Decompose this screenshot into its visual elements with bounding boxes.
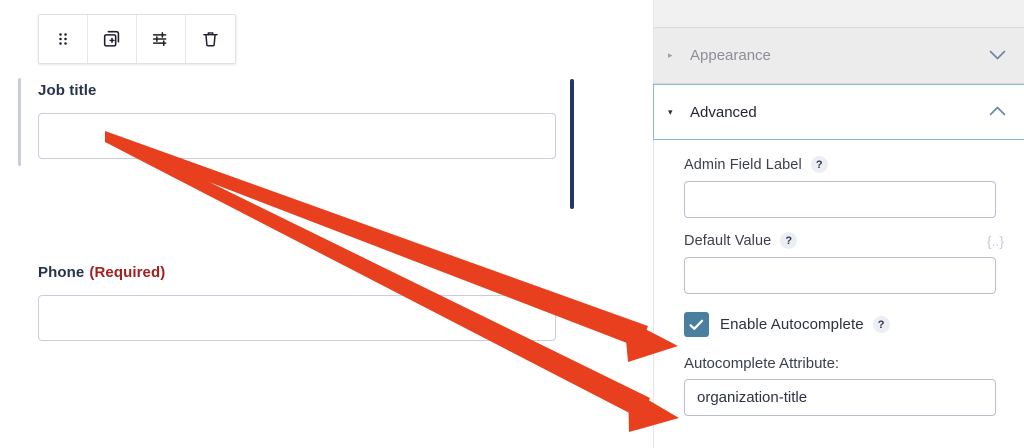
field-label-text: Job title [38, 82, 97, 99]
accordion-appearance[interactable]: ▸ Appearance [654, 28, 1024, 84]
autocomplete-attribute-input[interactable] [684, 379, 996, 416]
duplicate-icon[interactable] [88, 15, 137, 63]
selected-block-rail-right [570, 79, 574, 209]
block-toolbar [38, 14, 236, 64]
settings-sidebar: ▸ Appearance ▾ Advanced Admin Field Labe… [653, 0, 1024, 448]
help-icon[interactable]: ? [810, 156, 828, 173]
default-value-row: Default Value ? {..} [684, 232, 1004, 249]
settings-sliders-icon[interactable] [137, 15, 186, 63]
phone-input[interactable] [38, 295, 556, 341]
chevron-up-icon [989, 104, 1006, 121]
selected-block-rail-left [18, 78, 21, 166]
help-icon[interactable]: ? [872, 316, 890, 333]
autocomplete-attribute-label: Autocomplete Attribute: [684, 355, 840, 372]
panel-top-strip [654, 0, 1024, 28]
caret-right-icon: ▸ [668, 50, 673, 60]
enable-autocomplete-row: Enable Autocomplete ? [684, 312, 1004, 337]
admin-field-label-input[interactable] [684, 181, 996, 218]
trash-icon[interactable] [186, 15, 235, 63]
drag-handle-icon[interactable] [39, 15, 88, 63]
field-label: Job title [38, 82, 556, 99]
field-label-text: Phone [38, 264, 85, 281]
default-value-input[interactable] [684, 257, 996, 294]
form-field-phone: Phone(Required) [38, 264, 556, 341]
accordion-advanced-label: Advanced [690, 103, 757, 121]
admin-field-label-row: Admin Field Label ? [684, 156, 1004, 173]
merge-tag-icon[interactable]: {..} [986, 232, 1004, 249]
enable-autocomplete-label: Enable Autocomplete [720, 316, 864, 333]
accordion-advanced[interactable]: ▾ Advanced [653, 84, 1024, 140]
admin-field-label-text: Admin Field Label [684, 156, 802, 173]
required-badge: (Required) [89, 264, 166, 281]
field-label: Phone(Required) [38, 264, 556, 281]
advanced-settings-body: Admin Field Label ? Default Value ? {..}… [654, 140, 1024, 430]
chevron-down-icon [989, 47, 1006, 64]
form-editor-canvas: Job title Phone(Required) [18, 14, 574, 341]
caret-down-icon: ▾ [668, 106, 673, 117]
help-icon[interactable]: ? [780, 232, 798, 249]
accordion-appearance-label: Appearance [690, 47, 771, 64]
default-value-label-text: Default Value [684, 232, 772, 249]
form-field-job-title: Job title [38, 82, 556, 159]
job-title-input[interactable] [38, 113, 556, 159]
enable-autocomplete-checkbox[interactable] [684, 312, 709, 337]
